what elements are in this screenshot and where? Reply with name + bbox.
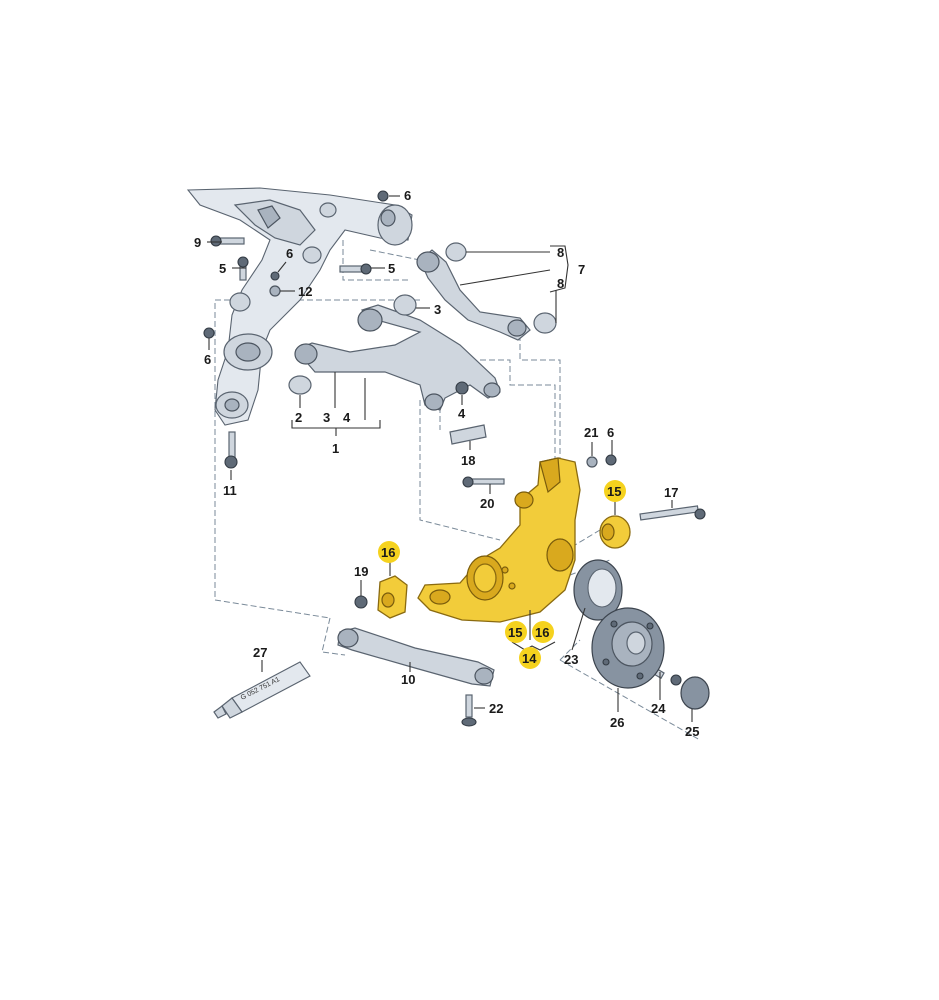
nut-6a: [377, 190, 389, 202]
bearing-and-hub: [573, 559, 710, 710]
bolt-5b: [339, 265, 365, 273]
callout-26: 26: [610, 715, 624, 730]
callout-9: 9: [194, 235, 201, 250]
bolt-9: [217, 237, 245, 245]
callout-6b: 6: [286, 246, 293, 261]
callout-22: 22: [489, 701, 503, 716]
callout-6c: 6: [204, 352, 211, 367]
callout-12: 12: [298, 284, 312, 299]
callout-16-upper: 16: [381, 545, 395, 560]
bush-8a: [445, 242, 467, 262]
callout-10: 10: [401, 672, 415, 687]
highlight-16-upper: [378, 541, 400, 563]
nut-6d: [605, 454, 617, 466]
callout-20: 20: [480, 496, 494, 511]
callout-24: 24: [651, 701, 666, 716]
wheel-bearing-housing: [417, 457, 581, 623]
cap-25: [680, 676, 710, 710]
lower-wishbone: [288, 294, 501, 411]
callout-14: 14: [522, 651, 537, 666]
highlight-14: [519, 647, 541, 669]
callout-27: 27: [253, 645, 267, 660]
callout-23: 23: [564, 652, 578, 667]
bolt-20: [469, 478, 505, 485]
callout-21: 21: [584, 425, 598, 440]
callout-labels: 6 9 6 5 5 12 8 8 7 3 6 2 3 4 1 4 18 11 2…: [194, 188, 699, 739]
callout-17: 17: [664, 485, 678, 500]
highlighted-bushings: [377, 515, 631, 619]
callout-18: 18: [461, 453, 475, 468]
highlight-15-lower: [505, 621, 527, 643]
bush-2: [288, 375, 312, 395]
callout-16-lower: 16: [535, 625, 549, 640]
bush-8b: [533, 312, 557, 334]
callout-4b: 4: [458, 406, 466, 421]
bolt-17: [639, 505, 699, 521]
sleeve-18: [449, 424, 487, 445]
callout-3b: 3: [323, 410, 330, 425]
callout-7: 7: [578, 262, 585, 277]
bush-4: [455, 381, 469, 395]
callout-15-right: 15: [607, 484, 621, 499]
upper-control-arm: [416, 242, 557, 341]
callout-2: 2: [295, 410, 302, 425]
callout-5a: 5: [219, 261, 226, 276]
bush-3: [393, 294, 417, 316]
leader-lines: [207, 195, 693, 722]
highlight-markers: [378, 480, 626, 669]
callout-4a: 4: [343, 410, 351, 425]
callout-6a: 6: [404, 188, 411, 203]
washer-12: [269, 285, 281, 297]
highlight-15-right: [604, 480, 626, 502]
transverse-link: [337, 627, 495, 727]
fasteners: [203, 190, 706, 686]
nut-6b: [270, 271, 280, 281]
callout-19: 19: [354, 564, 368, 579]
callout-15-lower: 15: [508, 625, 522, 640]
callout-8a: 8: [557, 245, 564, 260]
bolt-22: [465, 694, 473, 718]
callout-25: 25: [685, 724, 699, 739]
highlight-16-lower: [532, 621, 554, 643]
callout-1: 1: [332, 441, 339, 456]
nut-6c: [203, 327, 215, 339]
callout-8b: 8: [557, 276, 564, 291]
washer-21: [586, 456, 598, 468]
nut-19: [354, 595, 368, 609]
callout-5b: 5: [388, 261, 395, 276]
rear-axle-subframe: [186, 187, 413, 426]
callout-3a: 3: [434, 302, 441, 317]
callout-11: 11: [223, 483, 237, 498]
callout-6d: 6: [607, 425, 614, 440]
